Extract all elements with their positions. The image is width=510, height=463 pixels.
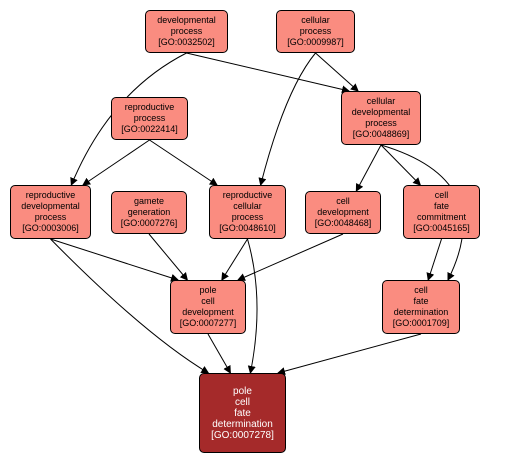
go-term-label-line: cell	[234, 396, 250, 408]
go-term-label-line: fate	[433, 201, 449, 211]
edge-go-0003006-to-go-0007277	[50, 238, 179, 282]
edge-go-0048610-to-go-0007278	[247, 238, 258, 374]
go-term-label-line: gamete	[133, 196, 165, 206]
edge-go-0009987-to-go-0048610	[258, 52, 316, 186]
go-term-label-line: development	[182, 307, 234, 317]
edge-go-0045165-to-go-0001709	[426, 238, 442, 281]
edge-go-0003006-to-go-0007278	[50, 238, 210, 374]
edge-go-0048610-to-go-0007277	[221, 238, 248, 281]
go-term-label-line: process	[365, 118, 397, 128]
go-term-label-line: cell	[434, 190, 449, 200]
go-term-label-line: cellular	[366, 96, 396, 106]
go-term-label-line: process	[170, 26, 203, 36]
edge-go-0007276-to-go-0007277	[148, 233, 188, 281]
edge-go-0048869-to-go-0045165	[380, 144, 422, 186]
go-term-id: [GO:0001709]	[392, 318, 450, 328]
go-term-id: [GO:0048468]	[314, 218, 372, 228]
edge-go-0001709-to-go-0007278	[277, 333, 422, 376]
go-term-id: [GO:0009987]	[287, 37, 344, 47]
go-term-id: [GO:0007277]	[179, 318, 237, 328]
go-term-id: [GO:0032502]	[158, 37, 215, 47]
go-term-label-line: commitment	[416, 212, 466, 222]
go-term-label-line: cellular	[301, 15, 330, 25]
go-term-id: [GO:0007278]	[211, 429, 274, 441]
go-term-label-line: pole	[233, 385, 252, 397]
edge-go-0048468-to-go-0007277	[237, 233, 344, 281]
go-term-label-line: determination	[212, 418, 273, 430]
go-term-id: [GO:0007276]	[120, 218, 178, 228]
edge-go-0032502-to-go-0048869	[186, 52, 350, 94]
go-term-label-line: process	[231, 212, 264, 222]
go-term-label-line: development	[317, 207, 369, 217]
go-term-label-line: reproductive	[124, 102, 175, 112]
go-term-label-line: developmental	[21, 201, 80, 211]
go-term-label-line: developmental	[351, 107, 411, 117]
go-term-label-line: cellular	[233, 201, 262, 211]
edge-go-0048869-to-go-0048468	[355, 144, 382, 192]
go-term-label-line: process	[299, 26, 332, 36]
go-term-label-line: cell	[336, 196, 350, 206]
go-term-label-line: cell	[201, 296, 215, 306]
go-term-id: [GO:0048610]	[219, 223, 276, 233]
go-term-label-line: reproductive	[25, 190, 76, 200]
go-term-label-line: fate	[413, 296, 429, 306]
go-term-label-line: pole	[199, 285, 217, 295]
edge-go-0007277-to-go-0007278	[207, 333, 231, 374]
go-term-label-line: process	[34, 212, 67, 222]
go-term-label-line: generation	[127, 207, 171, 217]
go-term-label-line: developmental	[157, 15, 216, 25]
go-term-id: [GO:0022414]	[121, 124, 178, 134]
go-term-label-line: reproductive	[222, 190, 273, 200]
go-term-id: [GO:0048869]	[352, 129, 410, 139]
go-term-label-line: determination	[393, 307, 449, 317]
go-term-label-line: cell	[414, 285, 428, 295]
edge-go-0022414-to-go-0003006	[82, 139, 150, 186]
go-term-id: [GO:0045165]	[413, 223, 470, 233]
go-term-label-line: process	[133, 113, 166, 123]
edge-go-0009987-to-go-0048869	[315, 52, 359, 92]
go-term-label-line: fate	[234, 407, 251, 419]
go-term-id: [GO:0003006]	[22, 223, 79, 233]
edge-go-0022414-to-go-0048610	[149, 139, 218, 186]
